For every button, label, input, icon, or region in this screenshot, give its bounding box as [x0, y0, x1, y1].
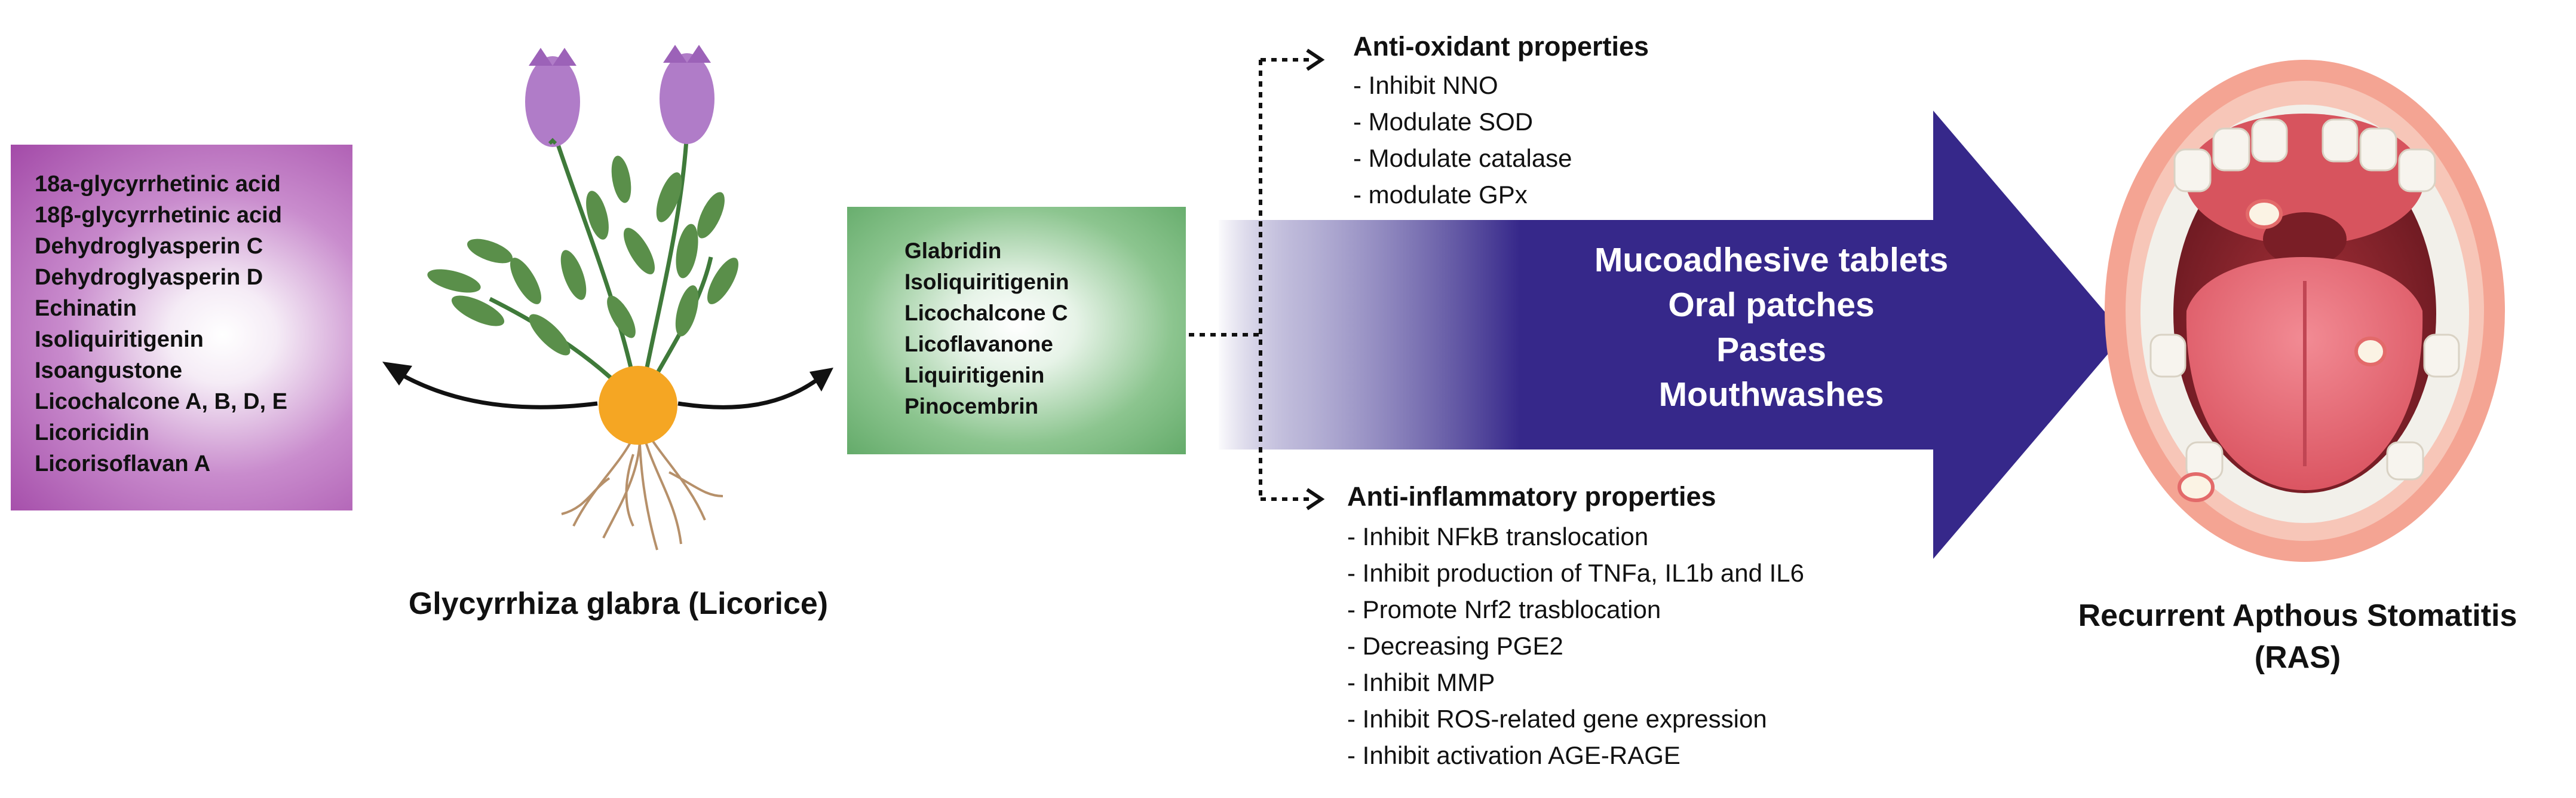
plant-caption: Glycyrrhiza glabra (Licorice) [408, 586, 829, 621]
antiinflammatory-item: - Inhibit MMP [1347, 668, 1495, 696]
ulcers [2178, 199, 2387, 502]
root-node [599, 366, 677, 445]
antioxidant-list: - Inhibit NNO - Modulate SOD - Modulate … [1353, 67, 1572, 213]
flowers [525, 45, 714, 147]
flavonoid-item: Isoliquiritigenin [904, 270, 1069, 294]
compound-item: Licoricidin [35, 420, 150, 445]
dotted-arrow-heads [1306, 48, 1325, 510]
compound-item: Dehydroglyasperin D [35, 265, 263, 290]
formulation-item: Oral patches [1668, 286, 1875, 324]
antiinflammatory-item: - Inhibit ROS-related gene expression [1347, 705, 1767, 733]
antiinflammatory-item: - Inhibit NFkB translocation [1347, 522, 1649, 551]
antioxidant-item: - Modulate SOD [1353, 108, 1534, 136]
antioxidant-title: Anti-oxidant properties [1353, 31, 1649, 62]
flavonoid-item: Liquiritigenin [904, 363, 1045, 387]
condition-caption-line1: Recurrent Apthous Stomatitis [2078, 598, 2517, 633]
antiinflammatory-item: - Promote Nrf2 trasblocation [1347, 595, 1661, 623]
compound-item: Isoliquiritigenin [35, 327, 204, 352]
plant-curved-arrows [393, 368, 823, 409]
condition-caption: Recurrent Apthous Stomatitis (RAS) [2019, 595, 2576, 678]
compound-item: Echinatin [35, 296, 137, 321]
licorice-plant-illustration [427, 45, 738, 551]
antiinflammatory-list: - Inhibit NFkB translocation - Inhibit p… [1347, 518, 1804, 773]
arrow-head-right [809, 368, 833, 392]
compound-item: 18a-glycyrrhetinic acid [35, 172, 281, 197]
antioxidant-item: - Inhibit NNO [1353, 71, 1498, 99]
compound-item: Dehydroglyasperin C [35, 234, 263, 259]
antiinflammatory-title: Anti-inflammatory properties [1347, 481, 1716, 512]
formulation-item: Mucoadhesive tablets [1594, 241, 1949, 279]
antiinflammatory-item: - Inhibit activation AGE-RAGE [1347, 741, 1680, 769]
compound-item: Licorisoflavan A [35, 451, 211, 476]
condition-caption-line2: (RAS) [2254, 640, 2341, 675]
flavonoids-list: Glabridin Isoliquiritigenin Licochalcone… [904, 236, 1186, 422]
compound-item: 18β-glycyrrhetinic acid [35, 203, 282, 228]
flavonoid-item: Licoflavanone [904, 332, 1053, 356]
antioxidant-item: - Modulate catalase [1353, 144, 1572, 172]
flavonoids-box: Glabridin Isoliquiritigenin Licochalcone… [847, 207, 1186, 454]
compounds-box: 18a-glycyrrhetinic acid 18β-glycyrrhetin… [11, 145, 352, 510]
compound-item: Licochalcone A, B, D, E [35, 389, 288, 414]
dotted-connectors [1189, 58, 1314, 501]
leaves [427, 155, 738, 356]
antiinflammatory-item: - Inhibit production of TNFa, IL1b and I… [1347, 559, 1805, 587]
flavonoid-item: Pinocembrin [904, 394, 1039, 418]
flavonoid-item: Licochalcone C [904, 301, 1068, 325]
antiinflammatory-item: - Decreasing PGE2 [1347, 632, 1563, 660]
formulation-arrow [1219, 111, 2124, 559]
antioxidant-item: - modulate GPx [1353, 181, 1528, 209]
formulation-item: Pastes [1716, 331, 1826, 369]
formulations-list: Mucoadhesive tablets Oral patches Pastes… [1517, 238, 2025, 417]
teeth [2149, 118, 2460, 481]
arrow-head-left [382, 362, 412, 386]
flavonoid-item: Glabridin [904, 239, 1002, 263]
formulation-item: Mouthwashes [1658, 375, 1884, 414]
compounds-list: 18a-glycyrrhetinic acid 18β-glycyrrhetin… [35, 169, 352, 479]
compound-item: Isoangustone [35, 358, 183, 383]
mouth-illustration [2105, 60, 2505, 562]
